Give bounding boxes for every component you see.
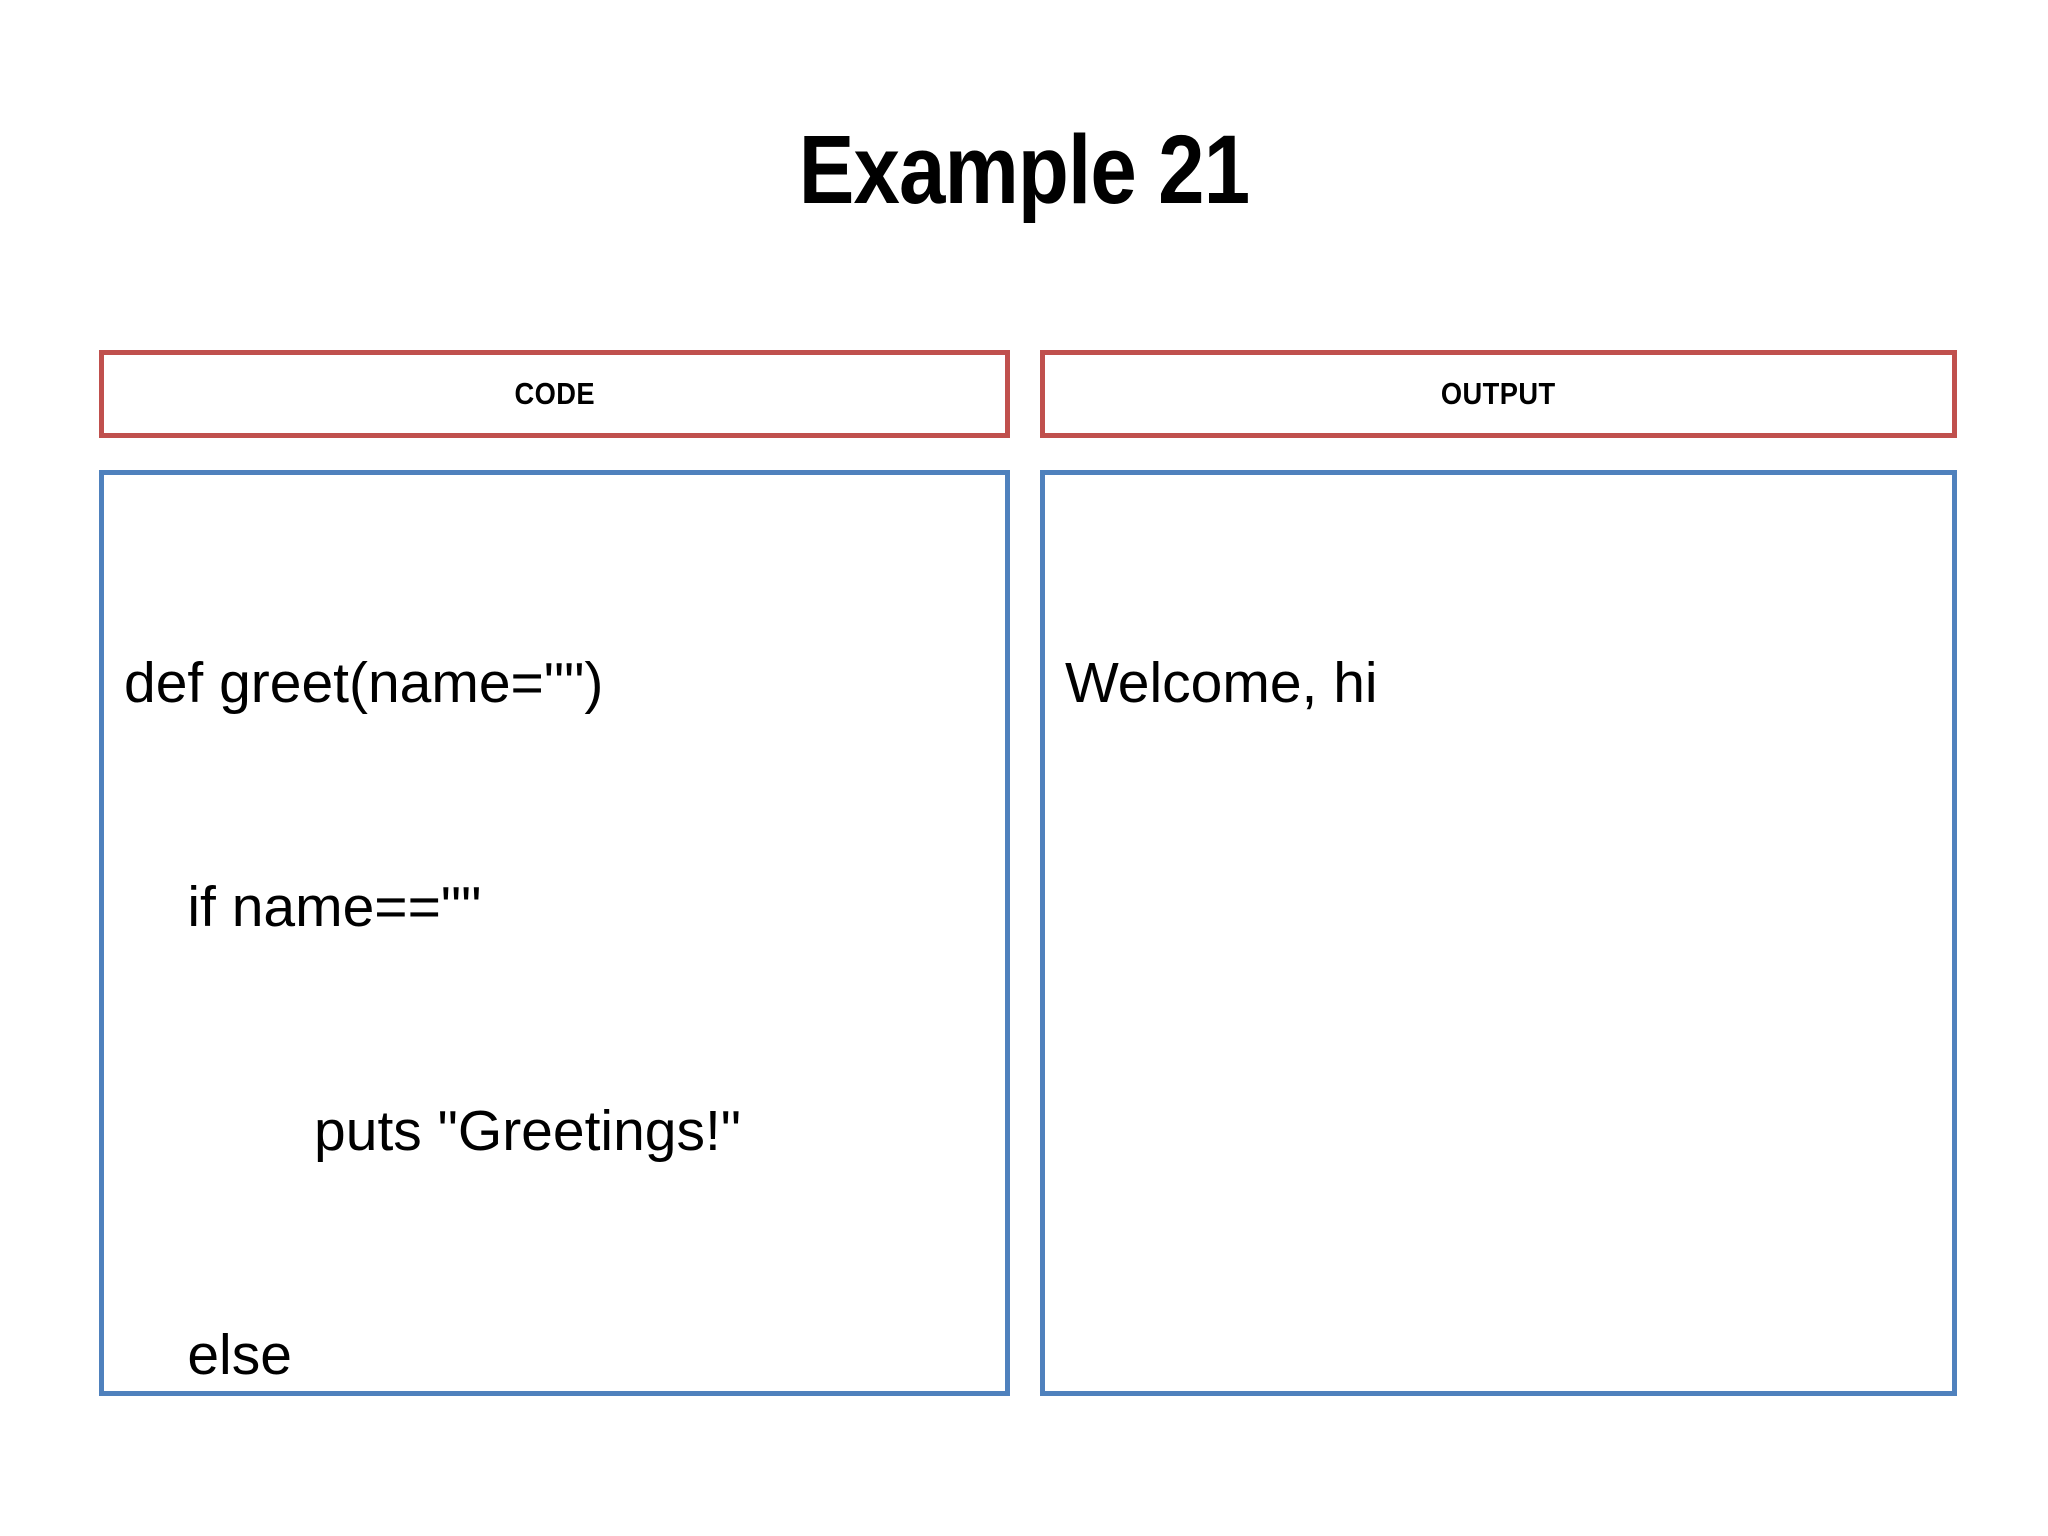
output-header-box: OUTPUT <box>1040 350 1957 438</box>
output-column: OUTPUT Welcome, hi <box>1040 350 1957 1396</box>
code-line: else <box>124 1323 292 1388</box>
code-column: CODE def greet(name="") if name=="" puts… <box>99 350 1010 1396</box>
output-line: Welcome, hi <box>1065 651 1378 716</box>
output-header-label: OUTPUT <box>1441 376 1556 411</box>
output-body-box: Welcome, hi <box>1040 470 1957 1396</box>
code-body-box: def greet(name="") if name=="" puts "Gre… <box>99 470 1010 1396</box>
code-header-box: CODE <box>99 350 1010 438</box>
code-header-label: CODE <box>514 376 595 411</box>
code-line: puts "Greetings!" <box>124 1099 742 1164</box>
output-block: Welcome, hi <box>1065 497 1934 870</box>
page-title: Example 21 <box>798 115 1250 224</box>
code-line: def greet(name="") <box>124 651 604 716</box>
code-block: def greet(name="") if name=="" puts "Gre… <box>124 497 987 1391</box>
code-line: if name=="" <box>124 875 482 940</box>
